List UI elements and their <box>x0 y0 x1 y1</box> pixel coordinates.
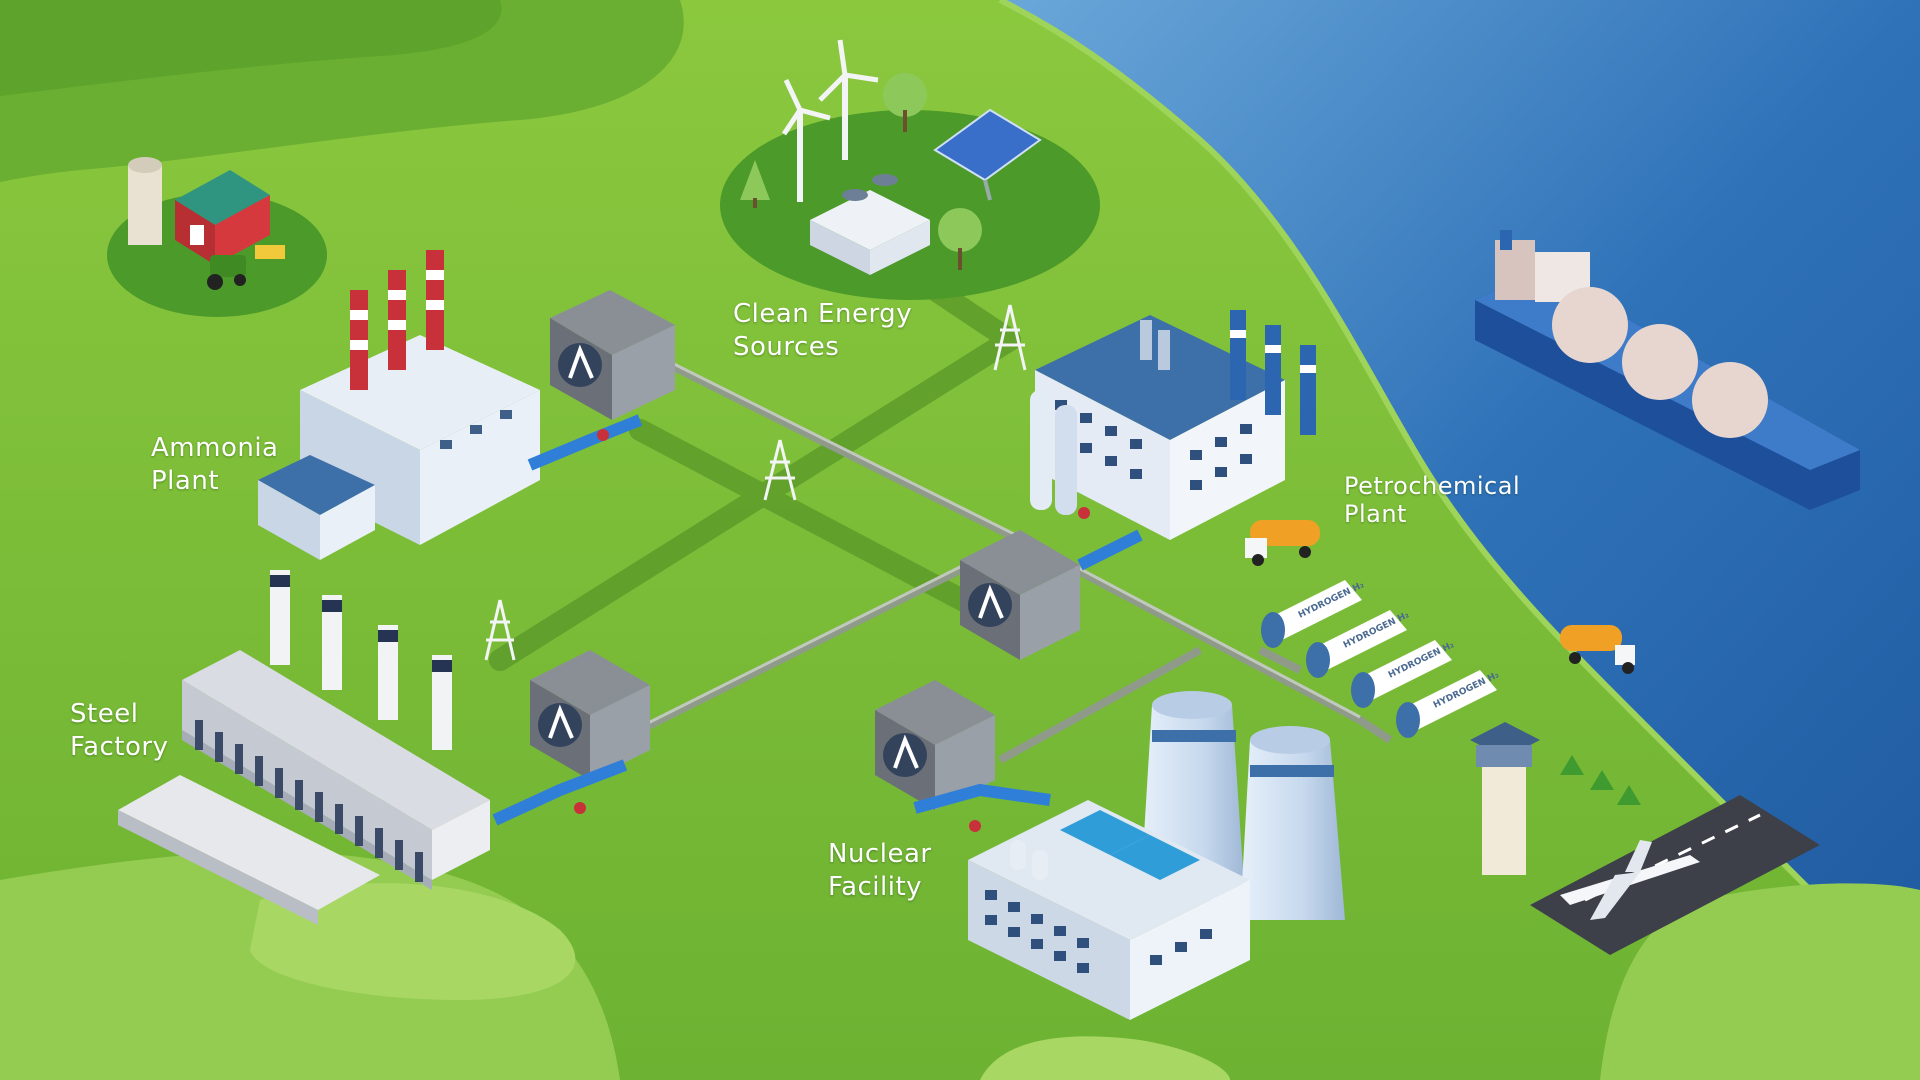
chimney-white <box>270 570 290 665</box>
red-valve-icon <box>574 802 586 814</box>
label-line: Clean Energy <box>733 299 913 329</box>
label-line: Plant <box>1344 500 1407 528</box>
label-line: Petrochemical <box>1344 472 1521 500</box>
petrochemical-plant <box>1030 310 1320 566</box>
hydrogen-tanks: HYDROGEN H₂ HYDROGEN H₂ HYDROGEN H₂ HYDR… <box>1261 580 1501 738</box>
chimney-red <box>350 290 368 390</box>
lng-ship <box>1475 230 1860 510</box>
farm <box>107 157 327 317</box>
label-clean-energy-sources: Clean Energy Sources <box>733 298 912 364</box>
chimney-red <box>388 270 406 370</box>
wind-turbine <box>781 78 831 202</box>
hydrogen-pipe <box>1077 529 1143 571</box>
label-nuclear-facility: Nuclear Facility <box>828 838 932 904</box>
tanker-truck <box>1245 520 1320 566</box>
label-line: Facility <box>828 872 923 902</box>
red-valve-icon <box>969 820 981 832</box>
hydrogen-pipe <box>492 759 628 826</box>
airplane <box>1560 840 1700 920</box>
power-pylon-icon <box>484 599 516 661</box>
hill-top-left-inner <box>0 0 502 96</box>
label-line: Factory <box>70 732 169 762</box>
chimney-red <box>426 250 444 350</box>
label-line: Steel <box>70 699 139 729</box>
conversion-hub <box>530 650 650 780</box>
airport <box>1470 722 1820 955</box>
chimney-blue <box>1265 325 1281 415</box>
tanker-truck <box>1560 625 1635 674</box>
label-line: Ammonia <box>151 433 279 463</box>
hill-bottom-middle <box>980 1036 1230 1080</box>
tree <box>1560 755 1641 805</box>
red-valve-icon <box>597 429 609 441</box>
control-tower <box>1470 722 1540 875</box>
clean-energy-island <box>720 39 1100 300</box>
ammonia-plant <box>258 250 540 560</box>
hill-bottom-right <box>1600 883 1920 1080</box>
pipe-network <box>638 361 1393 764</box>
steel-factory <box>118 570 490 925</box>
label-steel-factory: Steel Factory <box>70 698 168 764</box>
nuclear-facility <box>968 691 1345 1020</box>
label-line: Plant <box>151 466 220 496</box>
label-petrochemical-plant: Petrochemical Plant <box>1344 472 1520 528</box>
hydrogen-pipe <box>527 414 643 471</box>
chimney-white <box>432 655 452 750</box>
chimney-white <box>322 595 342 690</box>
chimney-blue <box>1230 310 1246 400</box>
chimney-blue <box>1300 345 1316 435</box>
wind-turbine <box>818 39 879 160</box>
conversion-hub <box>550 290 675 420</box>
chimney-white <box>378 625 398 720</box>
sea <box>1000 0 1920 1000</box>
hill-bottom-left-inner <box>250 883 576 1000</box>
label-line: Sources <box>733 332 840 362</box>
red-valve-icon <box>1078 507 1090 519</box>
conversion-hub <box>960 530 1080 660</box>
power-pylon-icon <box>763 439 797 501</box>
label-line: Nuclear <box>828 839 932 869</box>
label-ammonia-plant: Ammonia Plant <box>151 432 278 498</box>
power-pylon-icon <box>993 304 1027 371</box>
hydrogen-pipe <box>913 783 1051 814</box>
